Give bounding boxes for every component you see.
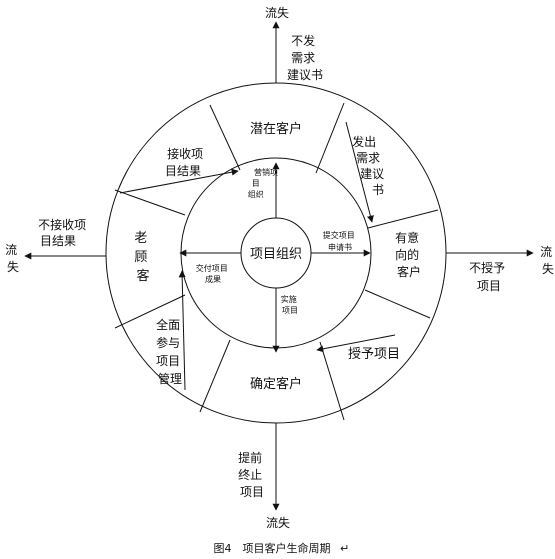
divider-right-upper [367,209,439,229]
segment-left-label: 老 顾 客 [134,231,151,284]
segment-right-label: 有意 向的 客户 [395,230,423,279]
arrow-ring-top-left [119,168,239,194]
caption-return-icon: ↵ [340,542,349,555]
outflow-left-label: 不接收项 目结果 [38,217,90,248]
outflow-right-end: 流 失 [540,245,555,276]
inner-label-left: 交付项目 成果 [196,263,231,284]
outflow-bottom-end: 流失 [266,515,290,530]
outflow-top-label: 不发 需求 建议书 [287,33,323,82]
arrow-ring-bottom-left [178,270,186,391]
inner-label-bottom: 实施 项目 [281,294,300,315]
segment-top-label: 潜在客户 [250,121,302,137]
arrow-ring-bottom-right [316,334,396,353]
segment-bottom-label: 确定客户 [250,376,302,392]
outflow-top-end: 流失 [265,5,289,20]
ring-label-bottom-left: 全面 参与 项目 管理 [156,317,184,386]
center-label: 项目组织 [250,247,302,262]
inner-label-right: 提交项目 申请书 [323,230,358,252]
arrow-ring-top-right [345,121,374,223]
outflow-right-label: 不授予 项目 [469,260,509,293]
divider-left-upper [114,189,186,216]
inner-label-top: 目 组织 营销项 [248,167,278,199]
divider-right-lower [364,289,431,319]
ring-label-top-right: 发出 需求 建议 书 [352,134,388,197]
divider-left-lower [114,294,186,329]
figure-caption: 图4 项目客户生命周期 [214,541,331,555]
ring-label-top-left: 接收项 目结果 [165,146,207,178]
ring-label-bottom-right: 授予项目 [348,347,400,362]
divider-bottom-right [319,341,345,421]
divider-top-right [315,102,345,174]
outflow-bottom-label: 提前 终止 项目 [238,450,266,499]
outflow-left-end: 流 失 [5,243,21,274]
divider-bottom-left [199,339,231,413]
divider-top-left [209,104,241,171]
